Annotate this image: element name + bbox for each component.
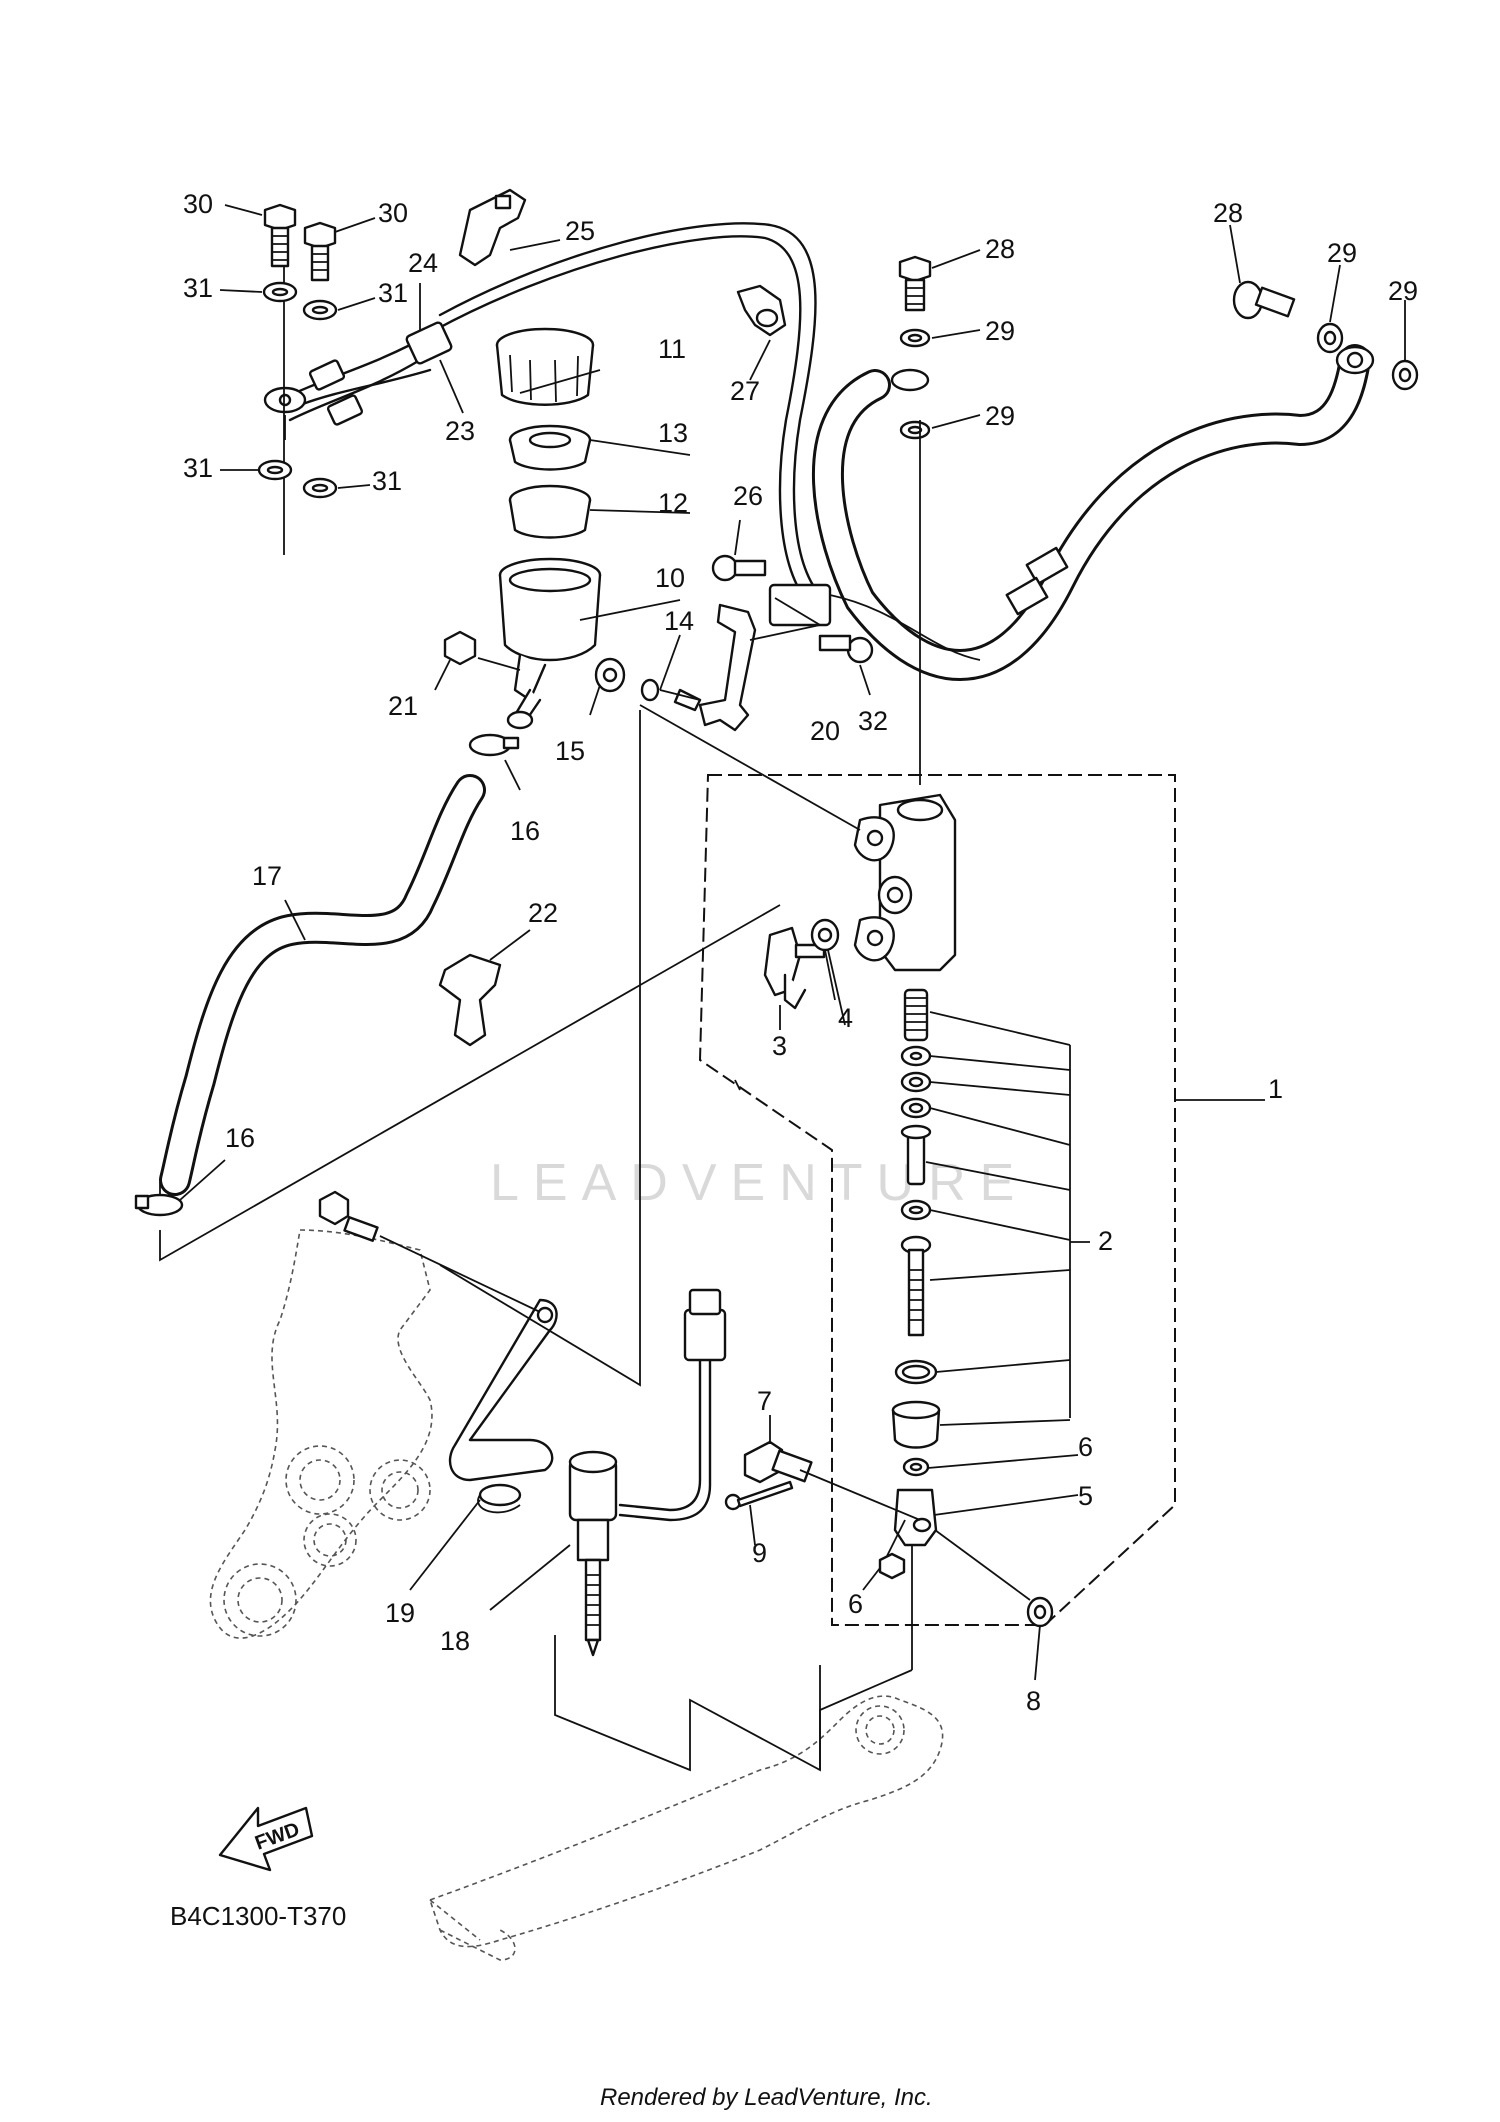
diaphragm-holder-12 xyxy=(508,484,592,539)
union-bolt-28-right xyxy=(1232,280,1296,320)
o-ring-4 xyxy=(810,918,840,952)
callout-17: 17 xyxy=(252,861,282,891)
bolt-bracket xyxy=(318,1190,379,1242)
callout-5: 5 xyxy=(1078,1481,1093,1511)
washer-29-center xyxy=(899,328,931,440)
master-cylinder-assembly-outline xyxy=(698,774,1176,1626)
callout-11: 11 xyxy=(658,334,686,364)
brake-pedal-ghost xyxy=(428,1695,944,1961)
ref-line-body-hose xyxy=(439,710,641,1387)
fwd-arrow-icon: FWD xyxy=(218,1806,314,1872)
callout-29-b: 29 xyxy=(985,401,1015,431)
callout-labels: 1 2 3 4 5 6 6 7 8 9 10 11 12 13 14 15 16… xyxy=(183,189,1418,1716)
pin-7 xyxy=(743,1440,921,1521)
callout-21: 21 xyxy=(388,691,418,721)
screw-32 xyxy=(818,634,874,664)
ref-line-hose-lower xyxy=(159,904,781,1262)
hose-clamp-16-lower xyxy=(134,1182,184,1217)
callout-8: 8 xyxy=(1026,1686,1041,1716)
callout-25: 25 xyxy=(565,216,595,246)
callout-15: 15 xyxy=(555,736,585,766)
washer-31 xyxy=(257,281,338,499)
stop-switch-18 xyxy=(568,1450,618,1657)
reservoir-tank-10 xyxy=(498,557,602,730)
union-bolt-28 xyxy=(898,255,932,312)
grommet-15 xyxy=(594,657,626,693)
hose-joint-left xyxy=(263,220,453,555)
callout-29-d: 29 xyxy=(1388,276,1418,306)
diaphragm-13 xyxy=(508,424,592,471)
callout-29-c: 29 xyxy=(1327,238,1357,268)
washer-8 xyxy=(934,1529,1054,1628)
ref-line-switch xyxy=(554,1635,821,1772)
bracket-20 xyxy=(659,603,757,732)
bolt-30-left xyxy=(263,203,297,268)
spring-19 xyxy=(477,1483,522,1514)
callout-6-upper: 6 xyxy=(1078,1432,1093,1462)
callout-9: 9 xyxy=(752,1538,767,1568)
rendered-by-text: Rendered by LeadVenture, Inc. xyxy=(600,2084,933,2111)
callout-26: 26 xyxy=(733,481,763,511)
brake-hose-right xyxy=(811,344,1375,681)
cotter-pin-9 xyxy=(724,1480,794,1511)
footrest-bracket-ghost xyxy=(209,1229,433,1639)
callout-32: 32 xyxy=(858,706,888,736)
clamp-27 xyxy=(736,284,787,337)
clamp-22 xyxy=(438,953,502,1047)
callout-24: 24 xyxy=(408,248,438,278)
switch-wire-loop xyxy=(433,222,981,661)
callout-30-left: 30 xyxy=(183,189,213,219)
callout-7: 7 xyxy=(757,1386,772,1416)
callout-22: 22 xyxy=(528,898,558,928)
callout-31-b: 31 xyxy=(378,278,408,308)
clamp-25 xyxy=(458,188,527,267)
callout-16-upper: 16 xyxy=(510,816,540,846)
wire-clamp-26 xyxy=(768,583,832,627)
callout-6-lower: 6 xyxy=(848,1589,863,1619)
nut-6-upper xyxy=(902,1457,930,1477)
hose-clamp-16-upper xyxy=(468,733,520,757)
clevis-5 xyxy=(879,1488,938,1670)
collar-14 xyxy=(640,678,660,702)
reservoir-hose xyxy=(159,774,486,1196)
callout-16-lower: 16 xyxy=(225,1123,255,1153)
callout-20: 20 xyxy=(810,716,840,746)
piston-kit-2 xyxy=(891,988,941,1449)
bolt-30-right xyxy=(303,221,337,282)
nut-6-lower xyxy=(878,1552,906,1580)
watermark-text: LEADVENTURE xyxy=(490,1154,1028,1212)
callout-13: 13 xyxy=(658,418,688,448)
callout-12: 12 xyxy=(658,488,688,518)
callout-14: 14 xyxy=(664,606,694,636)
diagram-code: B4C1300-T370 xyxy=(170,1901,346,1931)
callout-1: 1 xyxy=(1268,1074,1283,1104)
callout-4: 4 xyxy=(838,1003,853,1033)
nut-21 xyxy=(443,630,477,666)
switch-bracket xyxy=(448,1298,558,1482)
washer-29-right xyxy=(1316,322,1419,391)
ref-line-hose-body xyxy=(639,704,861,831)
callout-31-d: 31 xyxy=(372,466,402,496)
callout-3: 3 xyxy=(772,1031,787,1061)
callout-2: 2 xyxy=(1098,1226,1113,1256)
callout-31-a: 31 xyxy=(183,273,213,303)
screw-26 xyxy=(711,554,767,582)
switch-wire-18 xyxy=(618,1288,727,1522)
ref-line-bolt xyxy=(379,1235,541,1313)
callout-18: 18 xyxy=(440,1626,470,1656)
callout-30-right: 30 xyxy=(378,198,408,228)
callout-27: 27 xyxy=(730,376,760,406)
reservoir-cap-11 xyxy=(495,327,595,406)
callout-23: 23 xyxy=(445,416,475,446)
callout-28-right: 28 xyxy=(1213,198,1243,228)
callout-19: 19 xyxy=(385,1598,415,1628)
ref-line-pedal xyxy=(819,1669,913,1770)
callout-29-a: 29 xyxy=(985,316,1015,346)
callout-31-c: 31 xyxy=(183,453,213,483)
callout-10: 10 xyxy=(655,563,685,593)
master-cylinder-body xyxy=(853,420,957,972)
callout-28-center: 28 xyxy=(985,234,1015,264)
leader-lines xyxy=(179,204,1406,1681)
